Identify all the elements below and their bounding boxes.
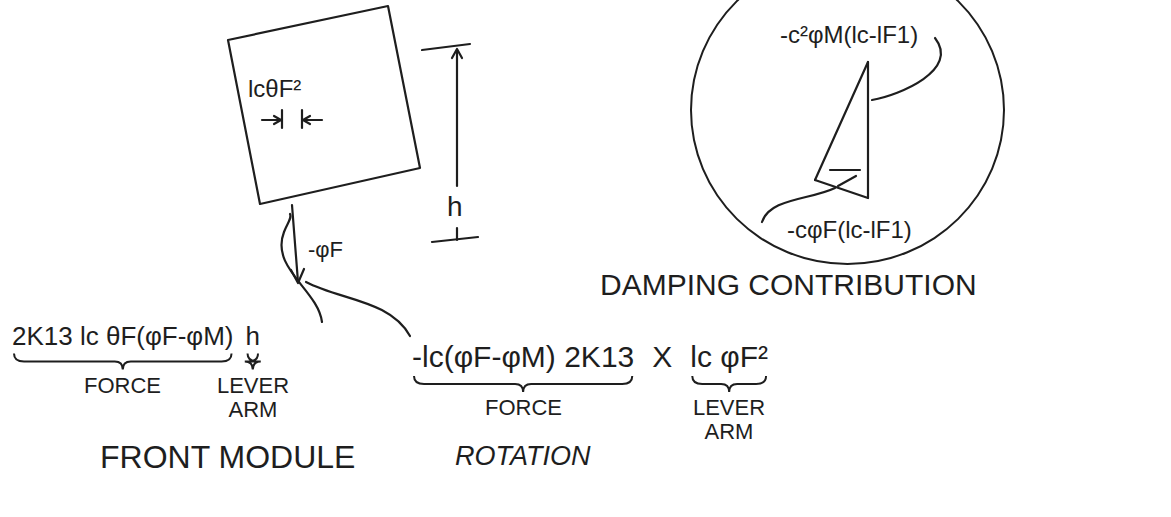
damping-term: -c²φM(lc-lF1): [780, 22, 918, 48]
brace-note: FORCE: [84, 374, 161, 398]
underbrace: [692, 376, 766, 392]
dimension-label: lcθF²: [248, 76, 301, 102]
lever-arm-formula: h: [246, 322, 260, 351]
brace-note: LEVER ARM: [213, 374, 293, 422]
underbrace: [14, 354, 232, 370]
lever-arm-formula: lc φF²: [690, 340, 768, 373]
brace-note: FORCE: [485, 396, 562, 420]
rotation-label: -φF: [308, 238, 343, 262]
damping-circle: -c²φM(lc-lF1) -cφF(lc-lF1): [690, 0, 1005, 265]
force-formula: 2K13 lc θF(φF-φM): [12, 322, 234, 351]
damping-term: -cφF(lc-lF1): [787, 217, 912, 243]
multiply-sign: X: [652, 340, 672, 373]
section-title: DAMPING CONTRIBUTION: [600, 268, 977, 301]
dimension-label: h: [447, 192, 463, 223]
section-title: ROTATION: [455, 442, 591, 472]
underbrace: [245, 354, 261, 370]
brace-note: LEVER ARM: [689, 396, 769, 444]
front-module-box: [228, 6, 420, 204]
underbrace: [414, 376, 632, 392]
force-formula: -lc(φF-φM) 2K13: [412, 340, 634, 373]
section-title: FRONT MODULE: [100, 440, 355, 475]
